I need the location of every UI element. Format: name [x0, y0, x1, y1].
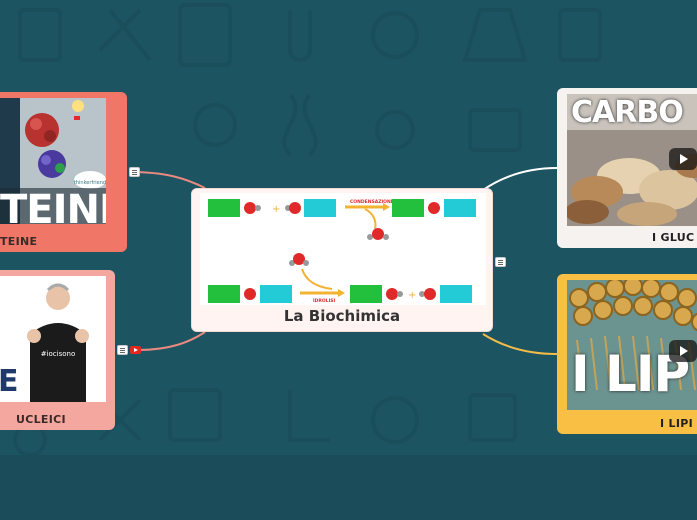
link-acidi-nucleici — [137, 331, 206, 351]
thinkerfriend-badge — [74, 171, 106, 189]
youtube-icon[interactable] — [130, 346, 141, 354]
link-carboidrati — [482, 167, 558, 191]
note-icon[interactable] — [117, 345, 128, 355]
node-lipidi[interactable]: I LIP I LIPI — [557, 274, 697, 434]
carboidrati-banner-text: CARBO — [571, 95, 684, 130]
note-icon[interactable] — [129, 167, 140, 177]
node-acidi-nucleici[interactable]: #iocisono E UCLEICI — [0, 270, 115, 430]
link-lipidi — [482, 333, 558, 355]
carboidrati-video-thumbnail[interactable]: CARBO — [567, 94, 697, 226]
svg-text:thinkerfriend: thinkerfriend — [74, 180, 106, 186]
proteine-video-thumbnail[interactable]: thinkerfriend TEINE — [0, 98, 106, 224]
hydrolysis-label: IDROLISI — [313, 298, 335, 304]
proteine-banner-text: TEINE — [0, 187, 106, 224]
node-carboidrati[interactable]: CARBO I GLUC — [557, 88, 697, 248]
central-node-biochimica[interactable]: + CONDENSAZIONE IDROLISI + La Biochimica — [191, 188, 493, 332]
central-title: La Biochimica — [283, 307, 401, 325]
note-icon[interactable] — [495, 257, 506, 267]
shirt-text: #iocisono — [41, 350, 76, 358]
svg-text:+: + — [272, 204, 280, 215]
lipidi-video-thumbnail[interactable]: I LIP — [567, 280, 697, 410]
svg-text:+: + — [408, 290, 416, 301]
play-icon[interactable] — [669, 340, 697, 362]
play-icon[interactable] — [669, 148, 697, 170]
acidi-nucleici-caption: UCLEICI — [16, 413, 66, 426]
background-band — [0, 455, 697, 520]
lipidi-caption: I LIPI — [660, 417, 693, 430]
proteine-caption: TEINE — [0, 235, 38, 248]
condensation-label: CONDENSAZIONE — [350, 199, 394, 205]
node-proteine[interactable]: thinkerfriend TEINE TEINE — [0, 92, 127, 252]
proteine-thumbnail-art: thinkerfriend — [0, 98, 106, 224]
condensation-hydrolysis-diagram: + CONDENSAZIONE IDROLISI + — [200, 193, 486, 305]
acidi-nucleici-thumbnail-art: #iocisono — [0, 276, 106, 402]
link-proteine — [129, 171, 206, 189]
carboidrati-caption: I GLUC — [652, 231, 695, 244]
acidi-nucleici-video-thumbnail[interactable]: #iocisono E — [0, 276, 106, 402]
acidi-nucleici-banner-text: E — [0, 364, 18, 399]
